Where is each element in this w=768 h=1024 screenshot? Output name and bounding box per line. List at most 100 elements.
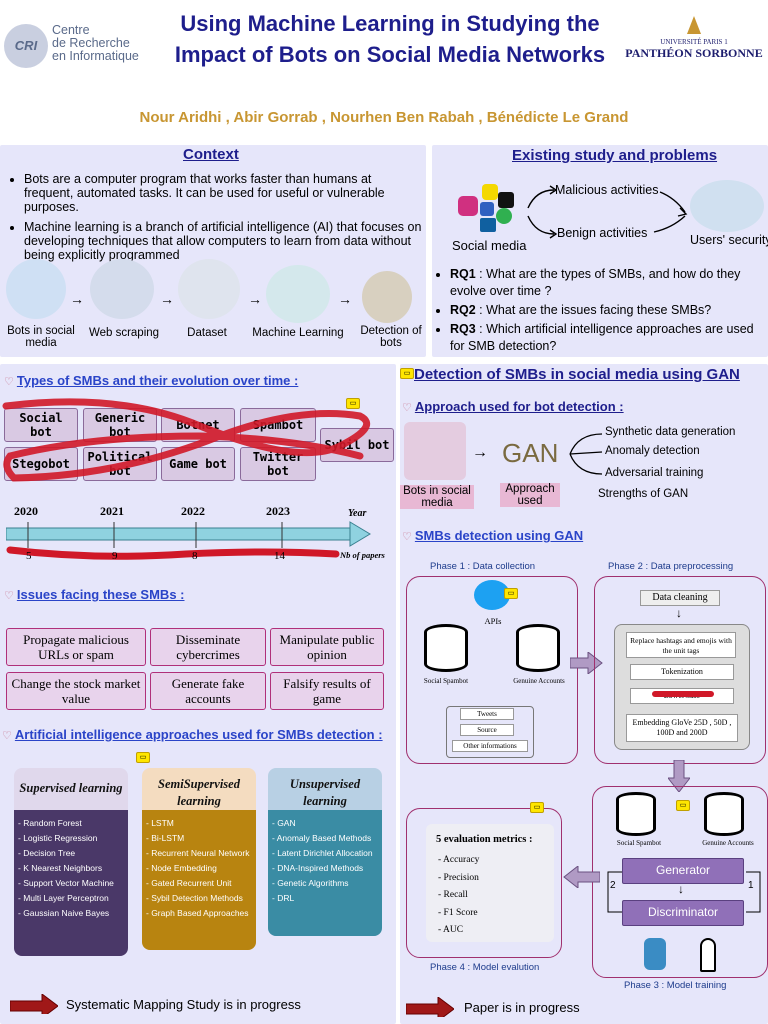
phase1-box (406, 576, 578, 764)
comment-icon: ▭ (346, 398, 360, 409)
paper-count: 9 (112, 550, 118, 562)
approach-title: Approach used for bot detection : (414, 399, 624, 414)
metric-item: - Accuracy (438, 855, 480, 865)
heart-icon: ♡ (402, 402, 412, 414)
database-icon (516, 624, 560, 672)
robot-icon (644, 938, 666, 970)
preprocess-step: Replace hashtags and emojis with the uni… (626, 632, 736, 658)
linkedin-icon (480, 218, 496, 232)
database-icon (424, 624, 468, 672)
cri-logo-line: de Recherche (52, 36, 130, 50)
strengths-title: Strengths of GAN (598, 488, 689, 500)
smb-game-bot: Game bot (161, 447, 235, 481)
genuine-accounts-label: Genuine Accounts (702, 839, 754, 847)
web-scraping-icon (90, 259, 154, 319)
arrow-icon: → (248, 291, 262, 307)
semisupervised-list: - LSTM - Bi-LSTM - Recurrent Neural Netw… (142, 810, 256, 950)
year-label: 2021 (100, 504, 124, 518)
pantheon-logo-top: UNIVERSITÉ PARIS 1 (660, 38, 728, 46)
rq3: RQ3 : Which artificial intelligence appr… (450, 321, 764, 355)
method-item: - Genetic Algorithms (272, 878, 349, 888)
method-item: - Sybil Detection Methods (146, 893, 243, 903)
existing-title: Existing study and problems (512, 147, 718, 164)
pipeline-label: Web scraping (88, 327, 160, 339)
machine-learning-icon (266, 265, 330, 323)
snapchat-icon (482, 184, 498, 200)
users-security-icon (690, 180, 764, 232)
unsupervised-title: Unsupervised learning (289, 777, 361, 808)
issues-title-row: ♡Issues facing these SMBs : (4, 586, 185, 604)
robot-icon (6, 259, 66, 319)
method-item: - Gated Recurrent Unit (146, 878, 232, 888)
method-item: - Recurrent Neural Network (146, 848, 250, 858)
detection-title: SMBs detection using GAN (414, 528, 584, 543)
social-spambot-label: Social Spambot (423, 677, 469, 685)
issue-box: Propagate malicious URLs or spam (6, 628, 146, 666)
cri-logo-line: en Informatique (52, 49, 139, 63)
supervised-column: Supervised learning - Random Forest - Lo… (14, 768, 128, 956)
arrow-icon: → (338, 291, 352, 307)
supervised-list: - Random Forest - Logistic Regression - … (14, 810, 128, 956)
arrow-icon: → (70, 291, 84, 307)
progress-arrow-icon (406, 997, 454, 1017)
generator-box: Generator (622, 858, 744, 884)
x-icon (498, 192, 514, 208)
pipeline-label: Dataset (187, 327, 227, 339)
unsupervised-list: - GAN - Anomaly Based Methods - Latent D… (268, 810, 382, 936)
arrow-icon: → (160, 291, 174, 307)
heart-icon: ♡ (4, 590, 14, 602)
rq2: RQ2 : What are the issues facing these S… (450, 302, 764, 319)
person-icon (700, 938, 716, 972)
users-security-label: Users' security (690, 233, 768, 247)
strength-item: Anomaly detection (605, 445, 700, 457)
types-title-row: ♡Types of SMBs and their evolution over … (4, 372, 298, 390)
method-item: - K Nearest Neighbors (18, 863, 103, 873)
year-axis-label: Year (348, 508, 367, 519)
pantheon-logo-bottom: PANTHÉON SORBONNE (625, 46, 763, 60)
method-item: - Graph Based Approaches (146, 908, 249, 918)
issue-box: Generate fake accounts (150, 672, 266, 710)
method-item: - DNA-Inspired Methods (272, 863, 364, 873)
cri-logo-mark: CRI (4, 24, 48, 68)
malicious-label: Malicious activities (555, 183, 659, 197)
apis-label: APIs (484, 616, 502, 626)
cri-logo: CRI Centre de Recherche en Informatique (4, 24, 164, 68)
detection-title-row: ♡SMBs detection using GAN (402, 527, 583, 545)
collected-item: Tweets (460, 708, 514, 720)
phase4-label: Phase 4 : Model evalution (430, 962, 540, 973)
metrics-list: - Accuracy - Precision - Recall - F1 Sco… (438, 852, 479, 940)
social-spambot-label: Social Spambot (616, 839, 662, 847)
metrics-title: 5 evaluation metrics : (436, 834, 533, 845)
progress-arrow-icon (10, 994, 58, 1014)
method-item: - GAN (272, 818, 296, 828)
strength-item: Synthetic data generation (605, 426, 736, 438)
issue-box: Disseminate cybercrimes (150, 628, 266, 666)
bots-social-media-label: Bots in social media (400, 485, 474, 509)
method-item: - Logistic Regression (18, 833, 98, 843)
social-media-icons (458, 184, 518, 236)
facebook-icon (480, 202, 494, 216)
pipeline-label: Detection of bots (360, 325, 422, 349)
context-pipeline: → → → → Bots in social media Web scrapin… (0, 255, 426, 355)
unsupervised-column: Unsupervised learning - GAN - Anomaly Ba… (268, 768, 382, 936)
paper-count: 14 (274, 550, 285, 562)
poster-title: Using Machine Learning in Studying the I… (174, 11, 606, 67)
lowercase-scribble (652, 691, 714, 697)
metric-item: - Precision (438, 872, 479, 883)
types-title: Types of SMBs and their evolution over t… (16, 373, 299, 388)
strength-item: Adversarial training (605, 467, 704, 479)
arrow-icon: ↓ (676, 606, 682, 620)
gan-label: GAN (502, 438, 559, 468)
existing-arrows (527, 185, 688, 239)
method-item: - Decision Tree (18, 848, 76, 858)
loop-label: 2 (610, 880, 616, 891)
method-item: - DRL (272, 893, 295, 903)
paper-progress: Paper is in progress (464, 1000, 580, 1015)
ai-title-row: ♡Artificial intelligence approaches used… (2, 726, 383, 744)
phase2-label: Phase 2 : Data preprocessing (608, 561, 734, 572)
semisupervised-column: SemiSupervised learning - LSTM - Bi-LSTM… (142, 768, 256, 950)
method-item: - Gaussian Naive Bayes (18, 908, 110, 918)
comment-icon: ▭ (530, 802, 544, 813)
papers-scribble (6, 546, 340, 560)
metric-item: - AUC (438, 925, 464, 935)
